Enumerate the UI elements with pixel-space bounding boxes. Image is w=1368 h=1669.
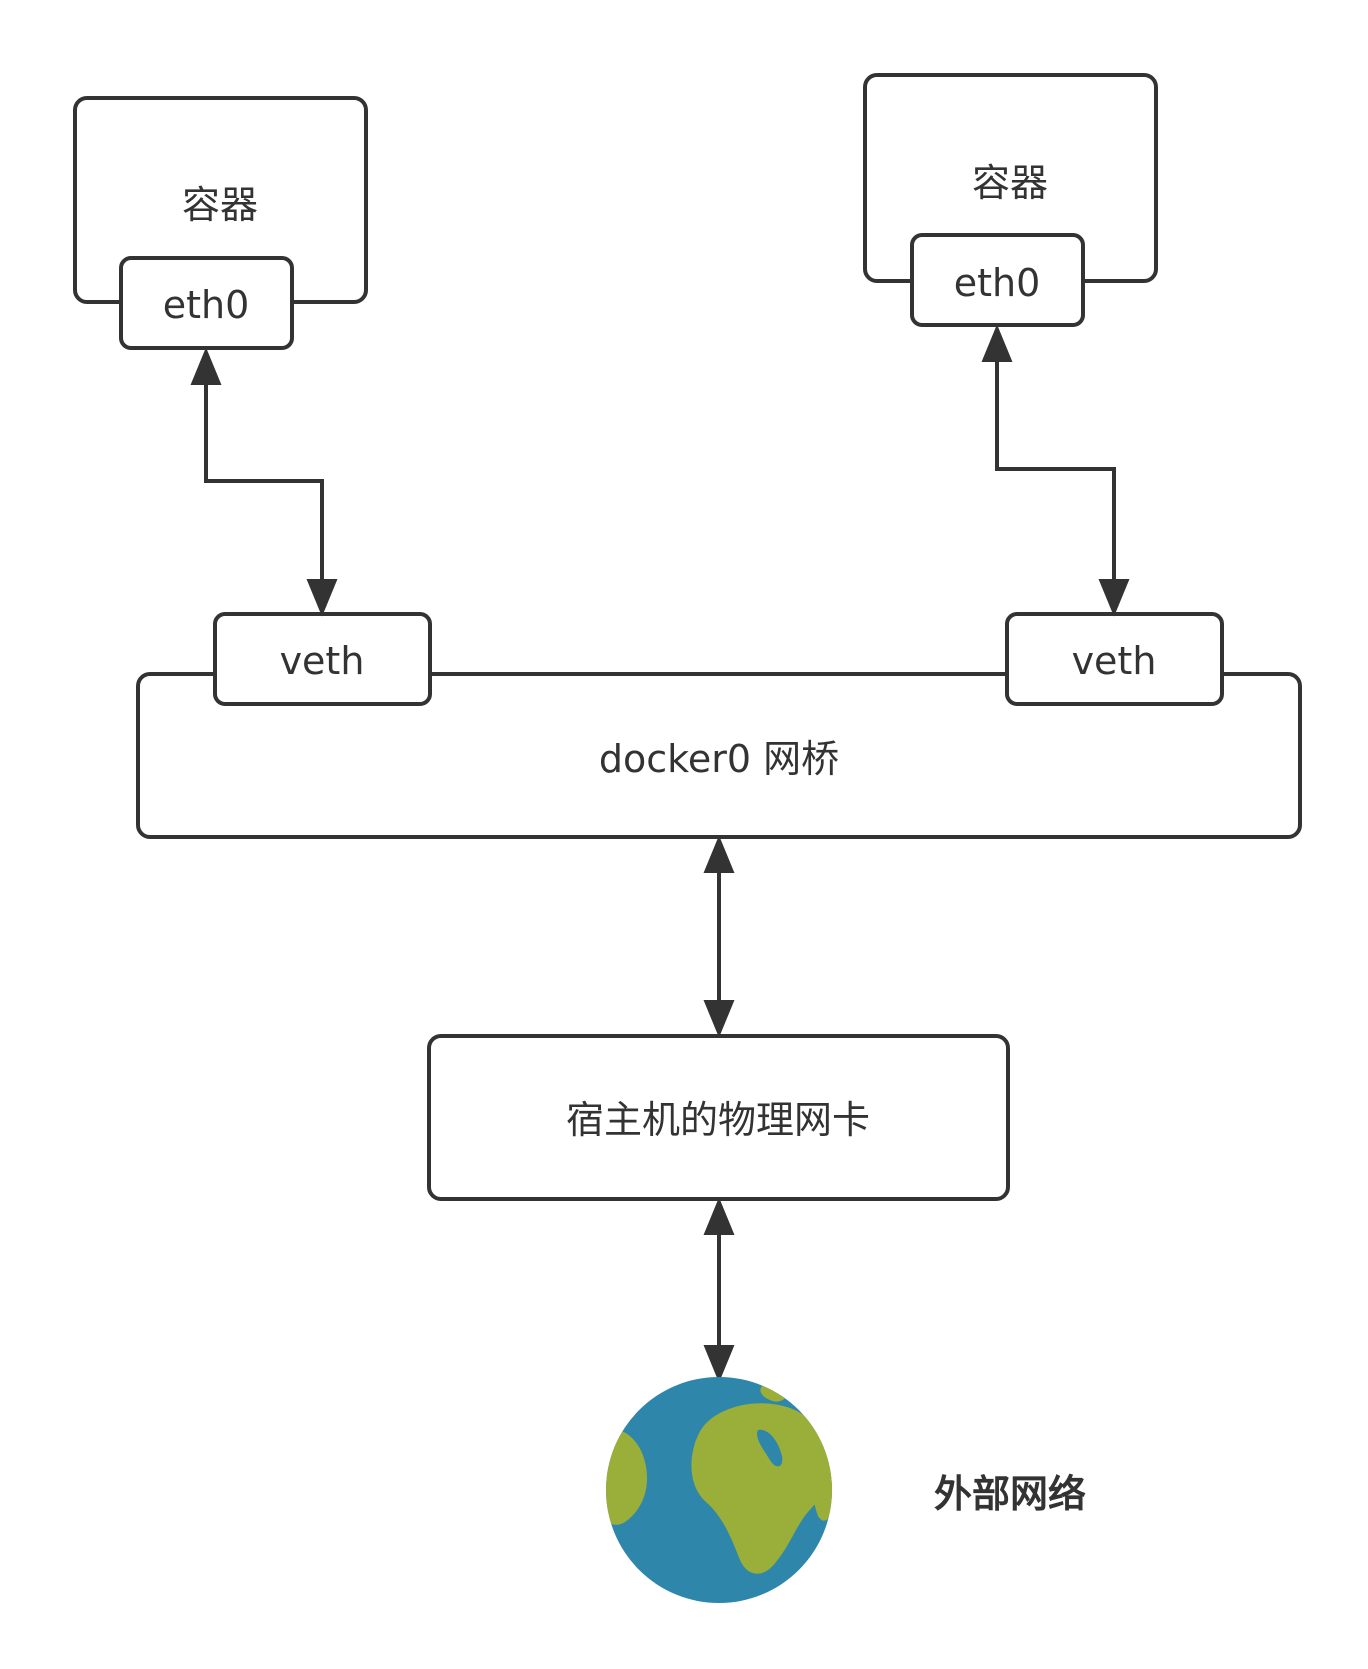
veth-right-label: veth [1072,639,1157,683]
arrowhead-up-icon [981,324,1013,362]
link-eth0-right-veth-right [981,324,1130,617]
link-bridge-host-nic [703,835,735,1038]
link-host-nic-external [703,1197,735,1383]
arrowhead-up-icon [703,835,735,873]
host-nic-label: 宿主机的物理网卡 [566,1098,870,1142]
veth-left: veth [213,612,432,706]
docker0-bridge: docker0 网桥 [136,672,1302,839]
arrowhead-up-icon [703,1197,735,1235]
container-left-label: 容器 [182,183,258,227]
eth0-left: eth0 [119,256,294,350]
arrowhead-down-icon [1098,579,1130,617]
docker0-bridge-label: docker0 网桥 [599,737,839,781]
host-nic: 宿主机的物理网卡 [427,1034,1010,1201]
eth0-right: eth0 [910,233,1085,327]
link-eth0-left-veth-left [190,347,338,617]
veth-right: veth [1005,612,1224,706]
arrowhead-down-icon [306,579,338,617]
container-left: 容器 [73,96,368,304]
external-network-label: 外部网络 [934,1472,1086,1516]
container-right: 容器 [863,73,1158,283]
eth0-left-label: eth0 [163,283,250,327]
arrowhead-down-icon [703,1000,735,1038]
arrowhead-up-icon [190,347,222,385]
eth0-right-label: eth0 [954,261,1041,305]
veth-left-label: veth [280,639,365,683]
globe-icon [606,1377,832,1603]
arrowhead-down-icon [703,1345,735,1383]
container-right-label: 容器 [972,161,1048,205]
